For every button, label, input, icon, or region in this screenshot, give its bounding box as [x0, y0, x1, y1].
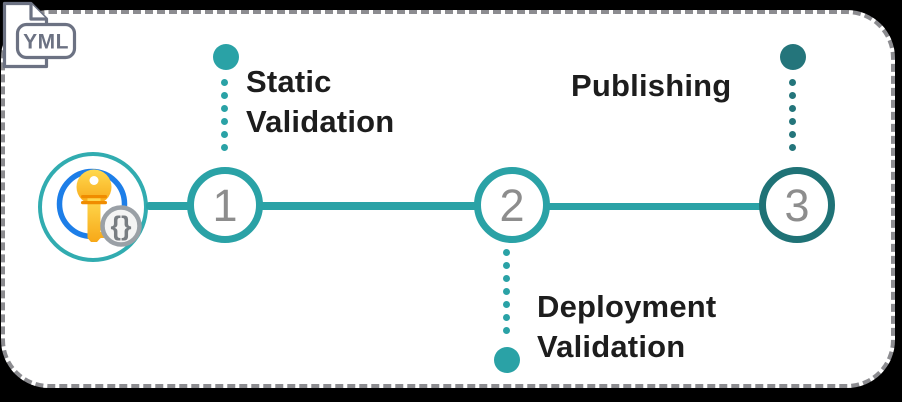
dotted-line-step-1: [221, 79, 228, 151]
step-label-publishing: Publishing: [571, 68, 732, 103]
dotted-line-step-3: [789, 79, 796, 151]
connector-1-to-2: [258, 202, 478, 210]
source-key-circle: {}: [38, 152, 148, 262]
step-circle-3: 3: [759, 167, 835, 243]
code-badge: {}: [100, 205, 142, 247]
braces-text: {}: [110, 211, 132, 241]
connector-2-to-3: [546, 203, 764, 210]
dotted-line-step-2: [503, 249, 510, 334]
pin-dot-step-3: [780, 44, 806, 70]
pin-dot-step-1: [213, 44, 239, 70]
connector-source-to-1: [146, 202, 192, 210]
step-circle-2: 2: [474, 167, 550, 243]
key-icon: {}: [56, 168, 142, 247]
step-label-static-validation: Static Validation: [246, 64, 395, 139]
yml-file-icon: YML: [2, 1, 77, 69]
gold-key: [76, 169, 112, 242]
step-number-3: 3: [784, 179, 810, 231]
pipeline-panel: [1, 10, 895, 388]
step-circle-1: 1: [187, 167, 263, 243]
yml-label-plate: [15, 22, 77, 60]
step-label-deployment-validation: Deployment Validation: [537, 289, 717, 364]
document-fold: [29, 3, 47, 21]
pin-dot-step-2: [494, 347, 520, 373]
step-number-2: 2: [499, 179, 525, 231]
step-number-1: 1: [212, 179, 238, 231]
yml-label-text: YML: [23, 31, 69, 54]
